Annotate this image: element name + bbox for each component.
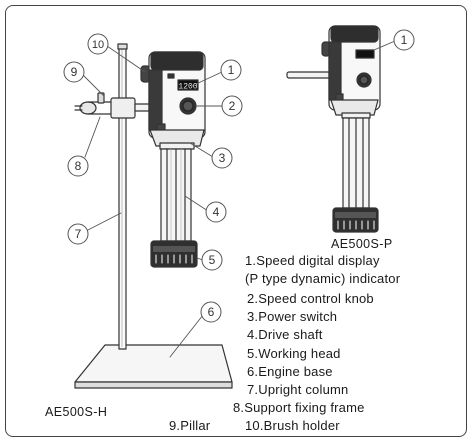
callout-9: 9 (71, 65, 78, 79)
callout-4-circle (205, 201, 227, 223)
main-motor-housing (140, 51, 206, 150)
upright-column (117, 43, 128, 350)
legend-item-7: 7.Upright column (247, 382, 349, 397)
legend-item-3: 3.Power switch (247, 309, 338, 324)
callout-p1-circle (393, 29, 415, 51)
legend-item-8: 8.Support fixing frame (233, 400, 365, 415)
legend-item-4: 4.Drive shaft (247, 327, 323, 342)
display-readout: 1200 (178, 83, 197, 92)
callout-2-circle (221, 95, 243, 117)
legend-item-6: 6.Engine base (247, 364, 333, 379)
callout-7: 7 (75, 227, 82, 241)
callout-2: 2 (229, 99, 236, 113)
model-label-p: AE500S-P (331, 237, 393, 251)
callout-6: 6 (208, 305, 215, 319)
legend-item-1: 1.Speed digital display (245, 253, 380, 268)
callout-5: 5 (209, 253, 216, 267)
callout-4: 4 (213, 205, 220, 219)
legend-item-1-continued: (P type dynamic) indicator (245, 271, 401, 286)
callout-5-circle (201, 249, 223, 271)
callout-1: 1 (228, 63, 235, 77)
callout-9-circle (63, 61, 85, 83)
callout-p1: 1 (401, 33, 408, 47)
support-fixing-frame (74, 92, 153, 119)
diagram-frame (5, 5, 467, 437)
callout-10: 10 (92, 39, 104, 51)
callout-8-circle (67, 155, 89, 177)
callout-3-circle (211, 147, 233, 169)
callout-6-circle (200, 301, 222, 323)
callout-7-circle (67, 223, 89, 245)
callout-3: 3 (219, 151, 226, 165)
callout-circles (63, 29, 415, 323)
callout-8: 8 (75, 159, 82, 173)
working-head (150, 240, 198, 268)
callout-1-circle (220, 59, 242, 81)
drive-shaft (160, 148, 192, 242)
leader-lines (82, 40, 396, 358)
p-type-unit (286, 25, 381, 233)
legend-item-5: 5.Working head (247, 346, 341, 361)
legend-item-2: 2.Speed control knob (247, 291, 374, 306)
legend-item-10: 10.Brush holder (245, 418, 340, 433)
legend-item-9: 9.Pillar (169, 418, 211, 433)
engine-base (74, 344, 233, 389)
callout-10-circle (87, 33, 109, 55)
model-label-h: AE500S-H (45, 405, 108, 419)
